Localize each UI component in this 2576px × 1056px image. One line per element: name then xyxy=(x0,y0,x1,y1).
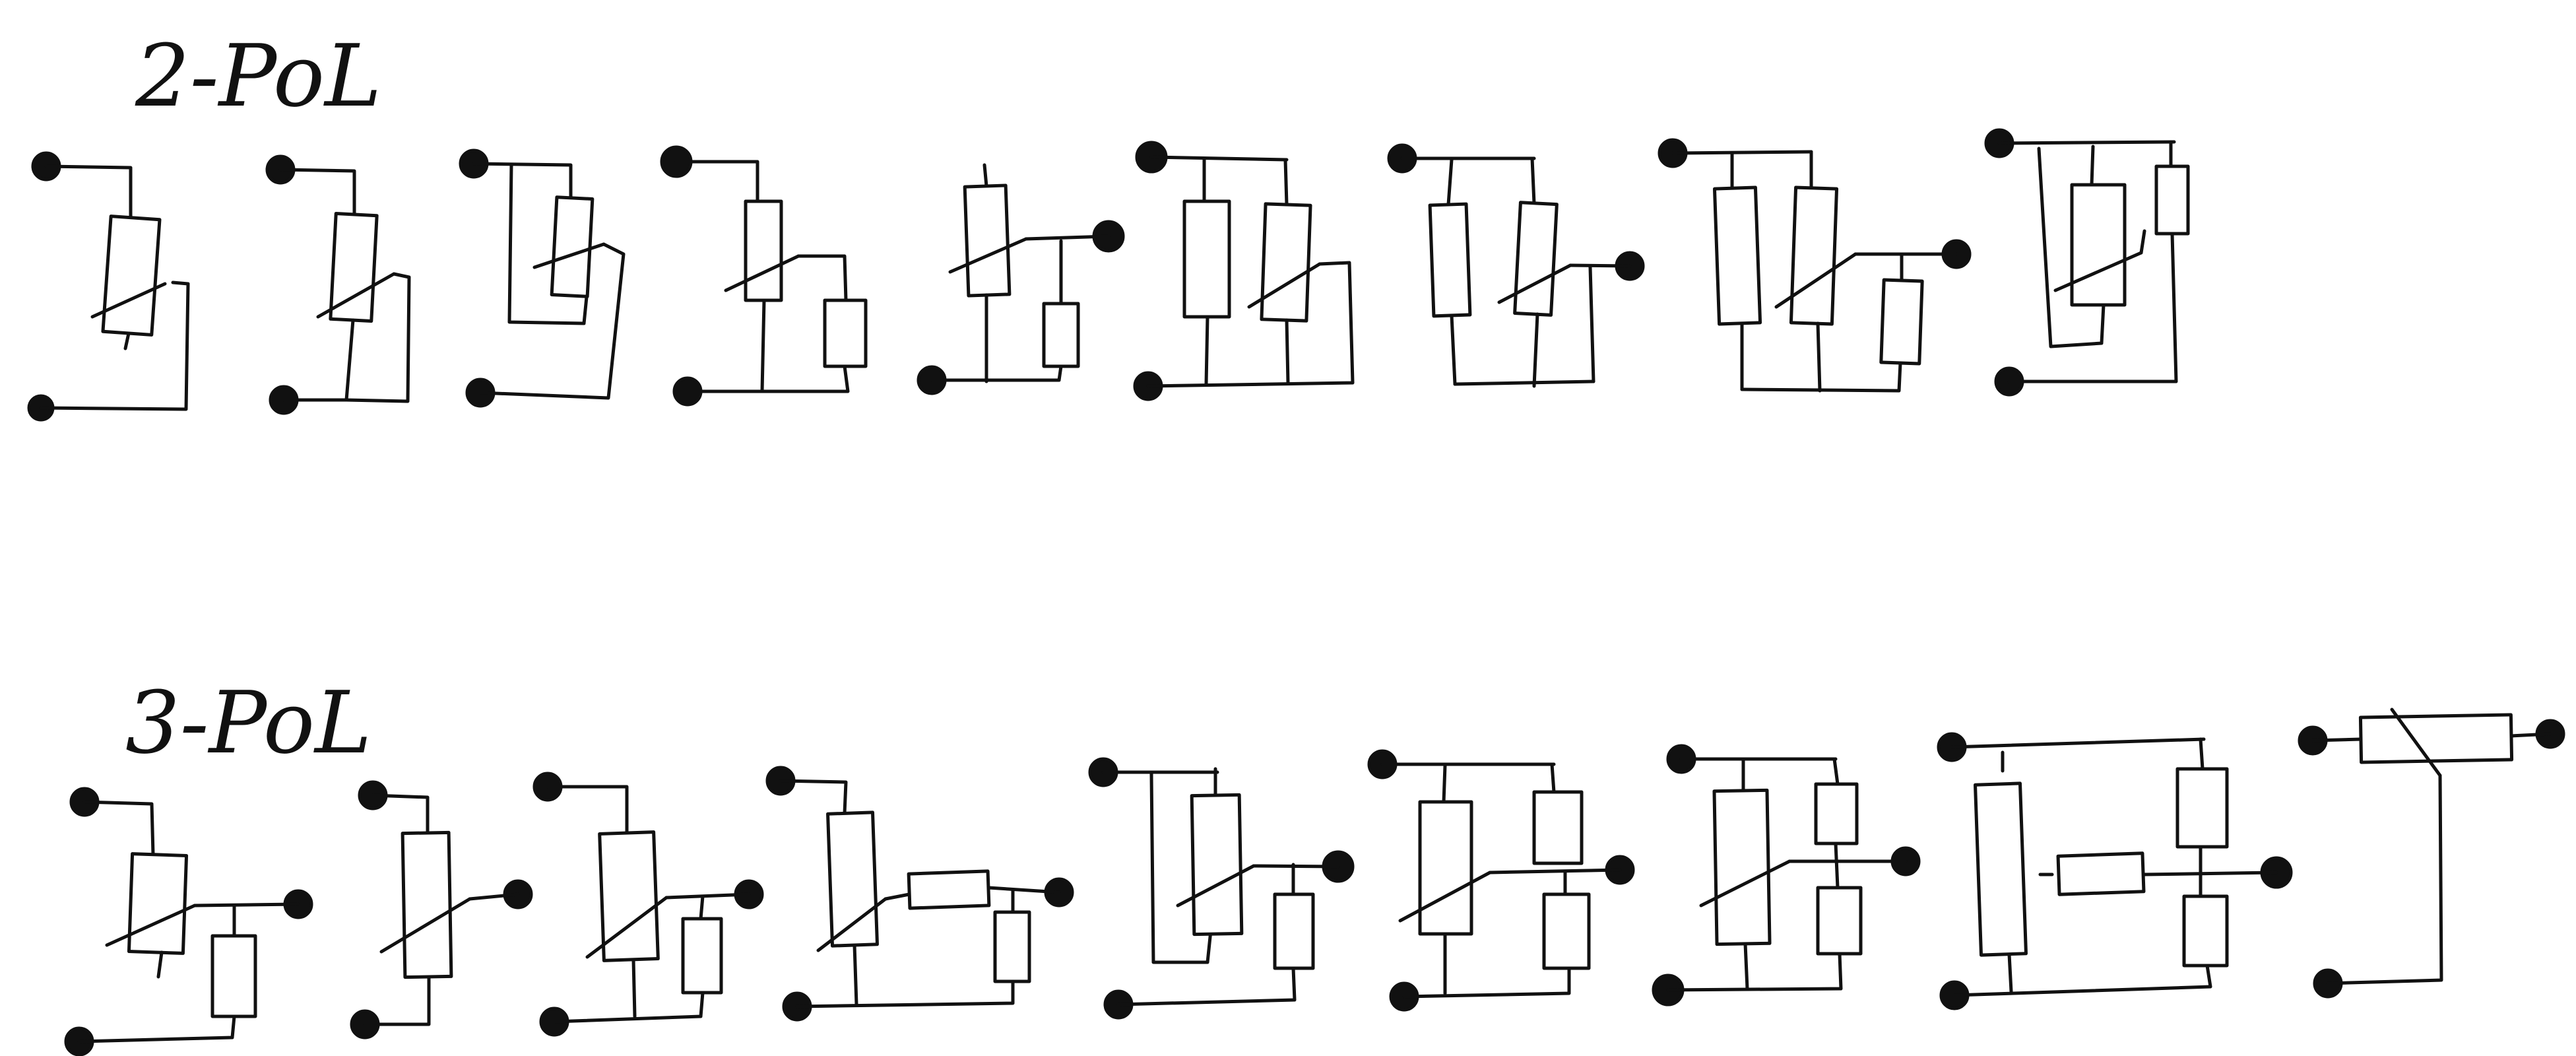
resistor xyxy=(1814,782,1859,845)
variable-arrow xyxy=(1497,263,1572,304)
resistor xyxy=(1542,892,1591,970)
resistor xyxy=(823,298,868,368)
two-pole-circuit-9 xyxy=(1984,128,2190,397)
resistor xyxy=(1789,185,1839,326)
three-pole-circuit-3 xyxy=(532,772,764,1037)
variable-arrow xyxy=(90,282,167,319)
three-pole-circuit-8 xyxy=(1937,732,2293,1010)
variable-arrow xyxy=(1699,859,1791,908)
three-pole-circuit-2 xyxy=(350,780,533,1040)
variable-arrow xyxy=(379,897,472,954)
variable-arrow xyxy=(105,904,197,947)
resistor xyxy=(2154,164,2190,236)
resistor xyxy=(2182,894,2229,968)
two-pole-circuits xyxy=(27,128,2190,422)
resistor xyxy=(1260,202,1312,323)
variable-arrow xyxy=(1176,864,1256,908)
resistor xyxy=(963,183,1012,298)
variable-arrow xyxy=(1398,871,1492,923)
resistor xyxy=(598,830,660,962)
resistor xyxy=(1712,788,1772,946)
section-title-2-pol: 2-PoL xyxy=(135,26,381,126)
resistor xyxy=(1042,302,1080,368)
resistor xyxy=(1190,793,1244,937)
two-pole-circuit-6 xyxy=(1133,141,1355,401)
variable-arrow xyxy=(948,237,1028,274)
resistor xyxy=(101,214,162,337)
resistor xyxy=(1428,202,1472,318)
resistor xyxy=(1532,790,1584,865)
three-pole-circuits xyxy=(64,708,2565,1056)
resistor xyxy=(1712,185,1762,326)
variable-arrow xyxy=(724,254,800,292)
three-pole-circuit-5 xyxy=(1088,757,1355,1020)
resistor xyxy=(2056,851,2146,896)
variable-arrow xyxy=(2053,251,2143,292)
variable-arrow xyxy=(1247,262,1322,309)
two-pole-circuit-2 xyxy=(265,154,411,415)
resistor xyxy=(127,852,189,955)
resistor xyxy=(744,199,783,302)
three-pole-circuit-6 xyxy=(1367,749,1635,1012)
resistor xyxy=(401,830,453,979)
resistor xyxy=(1879,278,1924,366)
resistor xyxy=(2175,767,2229,849)
resistor xyxy=(993,910,1031,983)
three-pole-circuit-9 xyxy=(2298,708,2565,999)
resistor xyxy=(1418,800,1473,936)
resistor xyxy=(1182,199,1231,319)
variable-arrow xyxy=(1774,252,1857,309)
variable-arrow xyxy=(585,896,668,959)
resistor xyxy=(1273,892,1315,970)
variable-arrow xyxy=(316,272,396,319)
three-pole-circuit-4 xyxy=(765,766,1074,1022)
two-pole-circuit-4 xyxy=(660,145,868,407)
resistor xyxy=(2070,183,2127,307)
three-pole-circuit-7 xyxy=(1652,744,1921,1006)
two-pole-circuit-1 xyxy=(27,151,190,422)
two-pole-circuit-8 xyxy=(1658,138,1972,393)
wiper-arrow xyxy=(2390,708,2442,777)
resistor xyxy=(210,934,257,1018)
resistor xyxy=(1974,781,2028,957)
variable-arrow xyxy=(816,897,887,952)
three-pole-circuit-1 xyxy=(64,787,313,1056)
two-pole-circuit-5 xyxy=(917,163,1125,395)
resistor xyxy=(681,917,723,995)
variable-arrow xyxy=(532,242,606,269)
resistor xyxy=(2358,713,2514,764)
resistor xyxy=(550,195,595,298)
resistor xyxy=(1513,201,1559,317)
resistor xyxy=(1816,886,1863,956)
resistor xyxy=(329,211,379,323)
resistor xyxy=(907,869,991,910)
two-pole-circuit-3 xyxy=(459,148,626,408)
section-title-3-pol: 3-PoL xyxy=(125,673,371,773)
two-pole-circuit-7 xyxy=(1387,143,1645,388)
